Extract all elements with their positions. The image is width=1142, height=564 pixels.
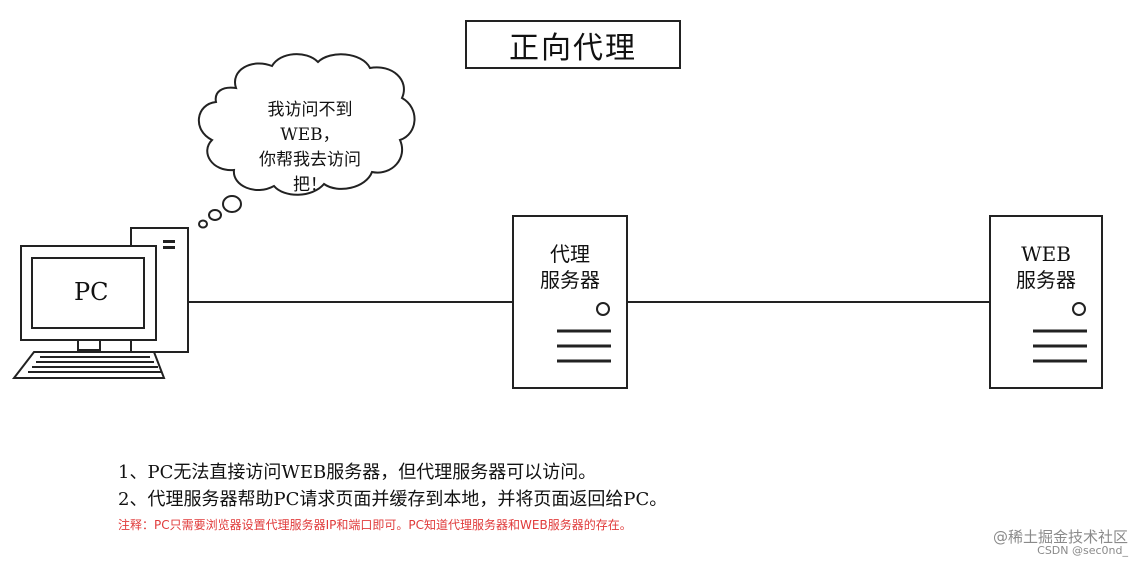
diagram-title: 正向代理: [465, 20, 681, 69]
bubble-line: 你帮我去访问: [259, 150, 361, 170]
bubble-text: 我访问不到WEB， 你帮我去访问 把！: [240, 98, 380, 198]
note-2: 2、代理服务器帮助PC请求页面并缓存到本地，并将页面返回给PC。: [118, 489, 668, 510]
thought-bubble: [197, 53, 416, 229]
pc-keyboard: [11, 351, 166, 379]
pc-label: PC: [74, 278, 109, 306]
bubble-line: 把！: [293, 175, 327, 195]
web-label-line: 服务器: [1016, 268, 1076, 292]
web-server-slots: [1033, 329, 1087, 363]
proxy-server-indicator: [596, 302, 610, 316]
web-server-box: [989, 215, 1103, 389]
web-server-indicator: [1072, 302, 1086, 316]
proxy-server-label: 代理 服务器: [513, 241, 627, 293]
pc-screen: [31, 257, 145, 329]
proxy-server-slots: [557, 329, 611, 363]
watermark-juejin: @稀土掘金技术社区: [992, 528, 1128, 546]
bubble-line: 我访问不到WEB，: [267, 100, 353, 145]
proxy-server-box: [512, 215, 628, 389]
annotation-note: 注释：PC只需要浏览器设置代理服务器IP和端口即可。PC知道代理服务器和WEB服…: [118, 518, 632, 532]
web-server-label: WEB 服务器: [990, 241, 1102, 293]
pc-computer: [11, 227, 189, 379]
watermark-csdn: CSDN @sec0nd_: [1037, 544, 1128, 557]
note-1: 1、PC无法直接访问WEB服务器，但代理服务器可以访问。: [118, 462, 597, 483]
web-label-line: WEB: [1021, 242, 1071, 266]
proxy-label-line: 代理: [550, 242, 590, 266]
proxy-label-line: 服务器: [540, 268, 600, 292]
